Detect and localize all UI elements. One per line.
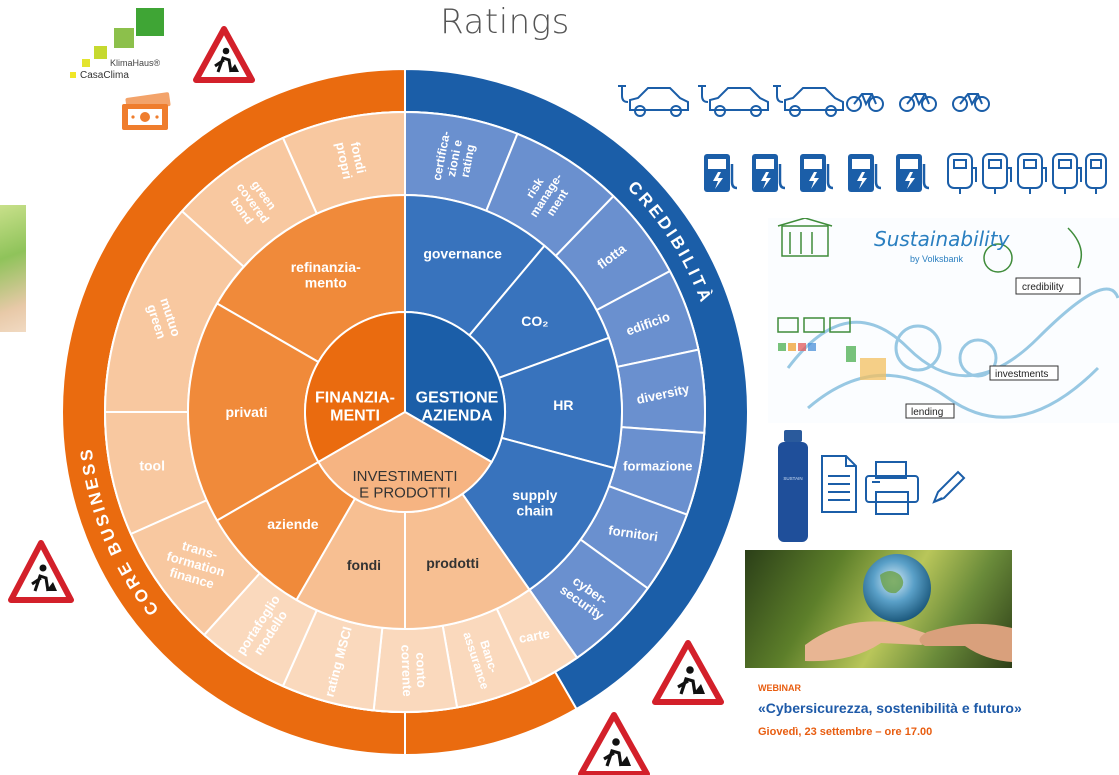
investments-tag: investments (995, 369, 1048, 380)
office-icons (821, 455, 966, 515)
money-icon (118, 92, 174, 134)
refinanziamento-label: refinanzia-mento (291, 259, 361, 291)
charging-station-icon (752, 154, 786, 192)
charging-station-icon (1017, 153, 1047, 194)
privati-label: privati (225, 404, 267, 420)
charging-station-icon (896, 154, 930, 192)
carte-label: carte (518, 626, 551, 646)
nature-photo (0, 205, 26, 332)
sustainability-sketch: Sustainability by Volksbank credibility … (768, 217, 1119, 423)
ev-car-icon (618, 85, 689, 117)
ev-car-icon (773, 85, 844, 117)
charging-stations-row (704, 153, 1107, 194)
charging-station-icon (848, 154, 882, 192)
hr-label: HR (553, 397, 573, 413)
page-title: Ratings (440, 2, 570, 42)
fornitori-label: fornitori (608, 523, 659, 545)
prodotti-label: prodotti (426, 555, 479, 571)
tool-label: tool (139, 458, 165, 474)
credibility-tag: credibility (1022, 282, 1064, 293)
charging-station-icon (704, 154, 738, 192)
conto-corrente-label: contocorrente (398, 644, 429, 697)
aziende-label: aziende (267, 516, 319, 532)
finanziamenti-center (304, 310, 406, 464)
casaclima-label: CasaClima (80, 70, 129, 81)
sustainability-subtitle: by Volksbank (910, 254, 964, 264)
mobility-icons-row (618, 85, 990, 117)
webinar-title[interactable]: «Cybersicurezza, sostenibilità e futuro» (758, 700, 1022, 716)
gestione-center (404, 310, 506, 464)
lending-tag: lending (911, 407, 943, 418)
sustainability-title: Sustainability (874, 227, 1011, 251)
governance-label: governance (423, 246, 502, 262)
klimahaus-logo: KlimaHaus® CasaClima (70, 8, 180, 88)
document-icon (821, 455, 857, 513)
ev-car-icon (698, 85, 769, 117)
bottle-label: SUSTAIN (783, 476, 802, 481)
finanziamenti-label: FINANZIA-MENTI (315, 390, 395, 425)
co2-label: CO₂ (521, 313, 548, 329)
webinar-tag: WEBINAR (758, 683, 801, 693)
bicycle-icon (952, 93, 990, 112)
klimahaus-label: KlimaHaus® (110, 58, 161, 68)
formazione-label: formazione (623, 458, 692, 473)
water-bottle-icon: SUSTAIN (778, 430, 808, 542)
klimahaus-squares-icon (70, 8, 164, 78)
pen-icon (932, 470, 966, 504)
charging-station-icon (982, 153, 1012, 194)
sustainability-wheel: CORE BUSINESSCREDIBILITÀfondiproprigreen… (61, 67, 749, 757)
printer-icon (865, 461, 919, 515)
bicycle-icon (899, 93, 937, 112)
charging-station-icon (1085, 153, 1107, 194)
investimenti-center (317, 410, 493, 513)
charging-station-icon (800, 154, 834, 192)
charging-station-icon (1052, 153, 1082, 194)
warning-roadwork-icon (652, 640, 724, 705)
bicycle-icon (846, 93, 884, 112)
webinar-image (745, 550, 1012, 668)
warning-roadwork-icon (193, 26, 255, 83)
charging-station-icon (947, 153, 977, 194)
webinar-date: Giovedì, 23 settembre – ore 17.00 (758, 726, 933, 738)
fondi-label: fondi (347, 557, 381, 573)
warning-roadwork-icon (8, 540, 74, 603)
warning-roadwork-icon (578, 712, 650, 775)
